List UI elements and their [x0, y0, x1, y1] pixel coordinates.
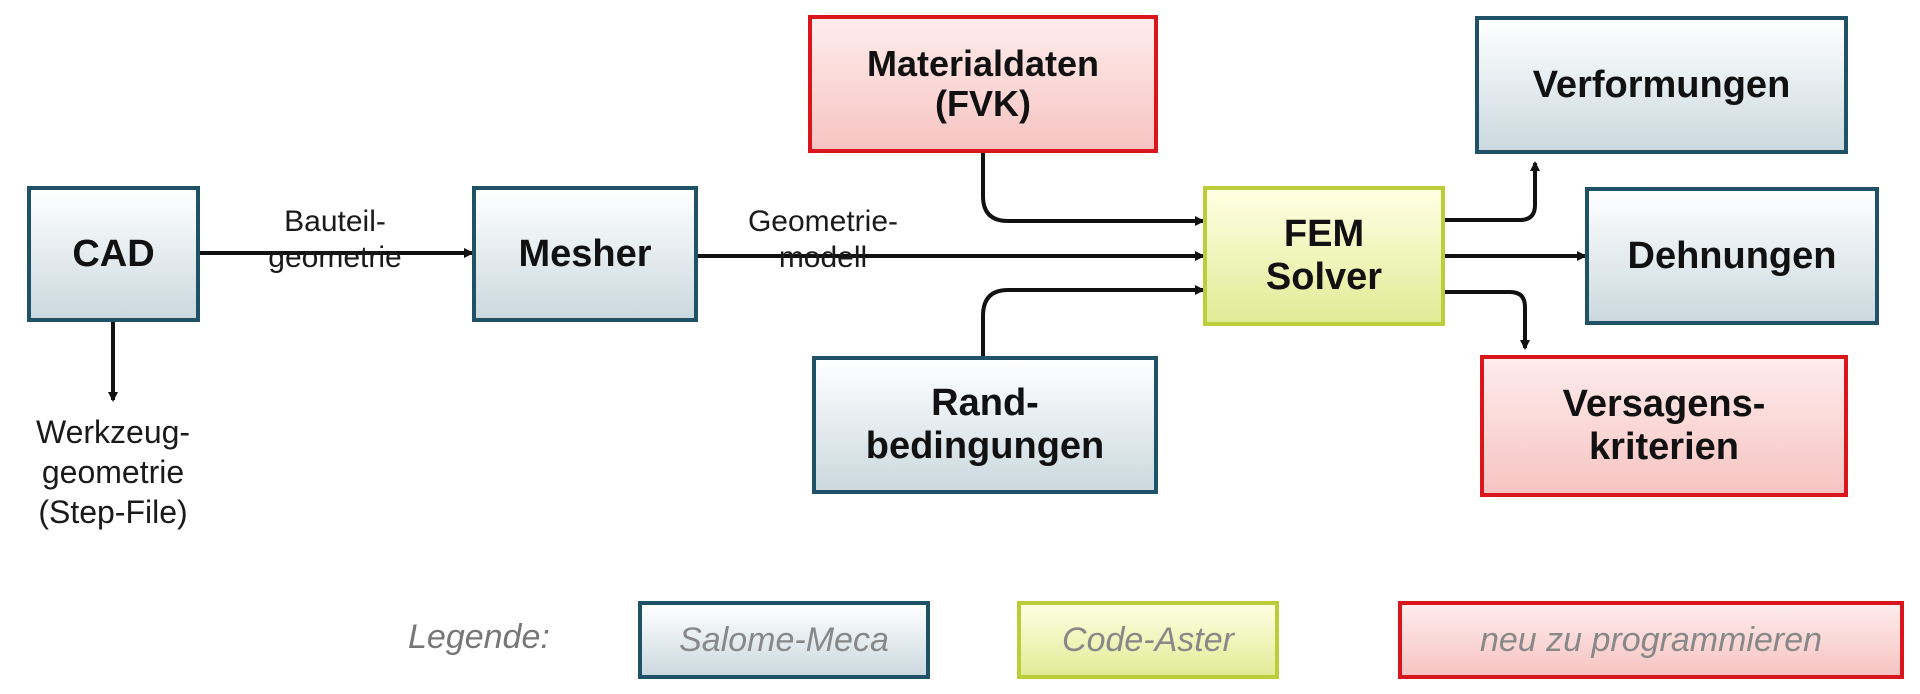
legend-neu-label: neu zu programmieren [1479, 620, 1823, 659]
node-rand-line2: bedingungen [865, 425, 1105, 467]
node-materialdaten-line1: Materialdaten [866, 42, 1100, 84]
node-materialdaten-line2: (FVK) [935, 83, 1031, 124]
node-mesher: Mesher [472, 186, 698, 322]
legend-item-neu-zu-programmieren: neu zu programmieren [1398, 601, 1904, 679]
edge-label-werkzeuggeometrie: Werkzeug- geometrie (Step-File) [8, 412, 218, 532]
node-randbedingungen: Rand- bedingungen [812, 356, 1158, 494]
legend-item-code-aster: Code-Aster [1017, 601, 1279, 679]
legend-aster-label: Code-Aster [1062, 620, 1234, 659]
arrow-fem-to-versagen [1445, 290, 1530, 350]
edge-label-bauteil-line1: Bauteil- [284, 205, 386, 238]
node-versagenskriterien: Versagens- kriterien [1480, 355, 1848, 497]
legend-item-salome-meca: Salome-Meca [638, 601, 930, 679]
legend-title: Legende: [408, 618, 550, 656]
edge-label-geometrie-line2: modell [778, 241, 868, 274]
node-cad-label: CAD [72, 232, 155, 275]
node-cad: CAD [27, 186, 200, 322]
node-versagen-line1: Versagens- [1562, 383, 1766, 426]
arrow-fem-to-verformungen [1445, 161, 1540, 222]
edge-label-werkzeug-line3: (Step-File) [38, 494, 188, 530]
edge-label-geometrie-line1: Geometrie- [747, 205, 899, 238]
node-fem-solver: FEM Solver [1203, 186, 1445, 326]
legend-salome-label: Salome-Meca [679, 620, 889, 659]
node-fem-line1: FEM [1283, 213, 1365, 256]
edge-label-bauteil-line2: geometrie [268, 241, 402, 274]
edge-label-werkzeug-line1: Werkzeug- [35, 414, 191, 450]
node-verformungen-label: Verformungen [1532, 63, 1791, 106]
node-dehnungen: Dehnungen [1585, 187, 1879, 325]
edge-label-bauteilgeometrie: Bauteil- geometrie [235, 204, 435, 276]
edge-label-geometriemodell: Geometrie- modell [708, 204, 938, 276]
node-materialdaten: Materialdaten (FVK) [808, 15, 1158, 153]
node-dehnungen-label: Dehnungen [1627, 234, 1837, 277]
arrow-material-to-fem [981, 153, 1205, 226]
node-versagen-line2: kriterien [1589, 426, 1739, 468]
node-fem-line2: Solver [1265, 256, 1383, 298]
arrow-rand-to-fem [981, 285, 1205, 356]
node-mesher-label: Mesher [518, 232, 652, 275]
edge-label-werkzeug-line2: geometrie [41, 454, 185, 490]
node-rand-line1: Rand- [931, 382, 1039, 425]
node-verformungen: Verformungen [1475, 16, 1848, 154]
